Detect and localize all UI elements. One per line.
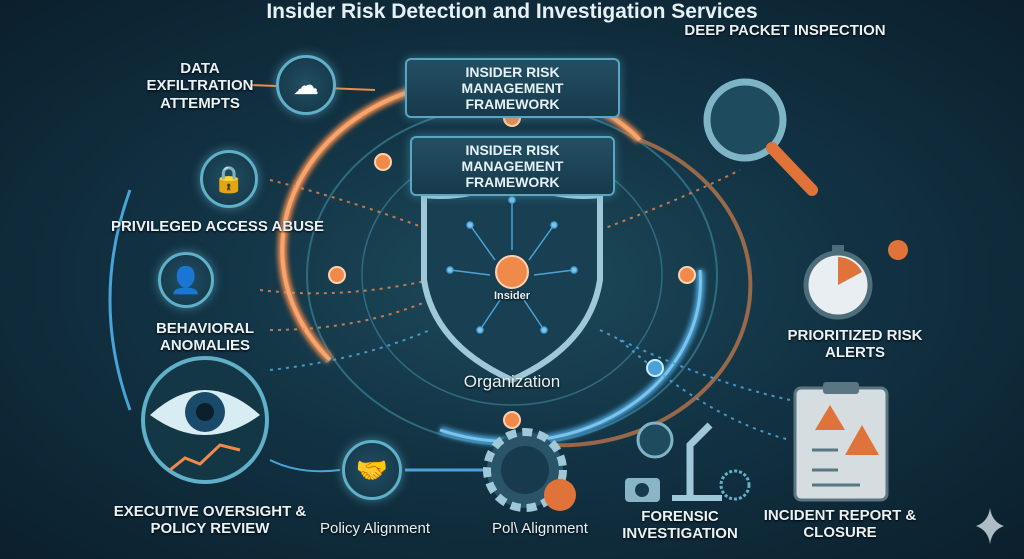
microscope-icon: [625, 421, 751, 502]
node-policy-alignment: Policy Alignment: [319, 520, 431, 537]
framework-banner-inner: INSIDER RISK MANAGEMENT FRAMEWORK: [410, 136, 615, 197]
shield-icon: [421, 176, 603, 384]
gear-icon: [483, 428, 576, 512]
eye-icon: [141, 356, 269, 484]
node-incident-report: INCIDENT REPORT & CLOSURE: [763, 507, 917, 542]
node-policy-alignment-2: Pol\ Alignment: [492, 520, 588, 537]
lock-key-icon: 🔒: [200, 150, 258, 208]
page-title: Insider Risk Detection and Investigation…: [266, 0, 758, 23]
node-data-exfiltration: DATA EXFILTRATION ATTEMPTS: [146, 60, 254, 112]
node-privileged-access: PRIVILEGED ACCESS ABUSE: [110, 218, 325, 235]
clipboard-icon: [793, 382, 889, 502]
insider-label: Insider: [493, 290, 531, 302]
stopwatch-icon: [803, 240, 908, 320]
node-executive-oversight: EXECUTIVE OVERSIGHT & POLICY REVIEW: [113, 503, 307, 538]
handshake-icon: 🤝: [342, 440, 402, 500]
node-behavioral-anomalies: BEHAVIORAL ANOMALIES: [155, 320, 255, 355]
magnifier-icon: [703, 78, 818, 196]
sparkle-icon: [976, 508, 1004, 544]
organization-label: Organization: [463, 372, 561, 391]
node-forensic-investigation: FORENSIC INVESTIGATION: [622, 508, 738, 543]
framework-banner-top: INSIDER RISK MANAGEMENT FRAMEWORK: [405, 58, 620, 119]
person-icon: 👤: [158, 252, 214, 308]
node-prioritized-alerts: PRIORITIZED RISK ALERTS: [787, 327, 923, 362]
cloud-upload-icon: ☁: [276, 55, 336, 115]
node-deep-packet-inspection: DEEP PACKET INSPECTION: [684, 22, 886, 39]
